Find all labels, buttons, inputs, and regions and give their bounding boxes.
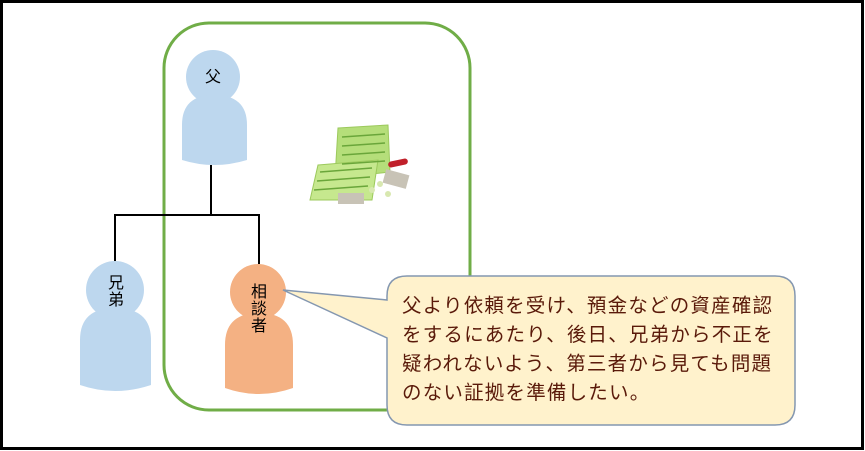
brother-label: 兄弟 bbox=[105, 274, 124, 308]
father-label: 父 bbox=[204, 67, 221, 86]
family-group-box bbox=[162, 21, 472, 412]
consultant-label: 相談者 bbox=[248, 283, 267, 334]
consultant-figure bbox=[225, 264, 293, 394]
bankbook-and-money-icon bbox=[309, 124, 410, 204]
speech-bubble-text: 父より依頼を受け、預金などの資産確認をするにあたり、後日、兄弟から不正を疑われな… bbox=[402, 294, 774, 404]
family-tree-lines bbox=[114, 165, 260, 264]
speech-bubble bbox=[282, 275, 796, 426]
brother-figure bbox=[80, 261, 151, 391]
father-figure bbox=[182, 50, 247, 165]
